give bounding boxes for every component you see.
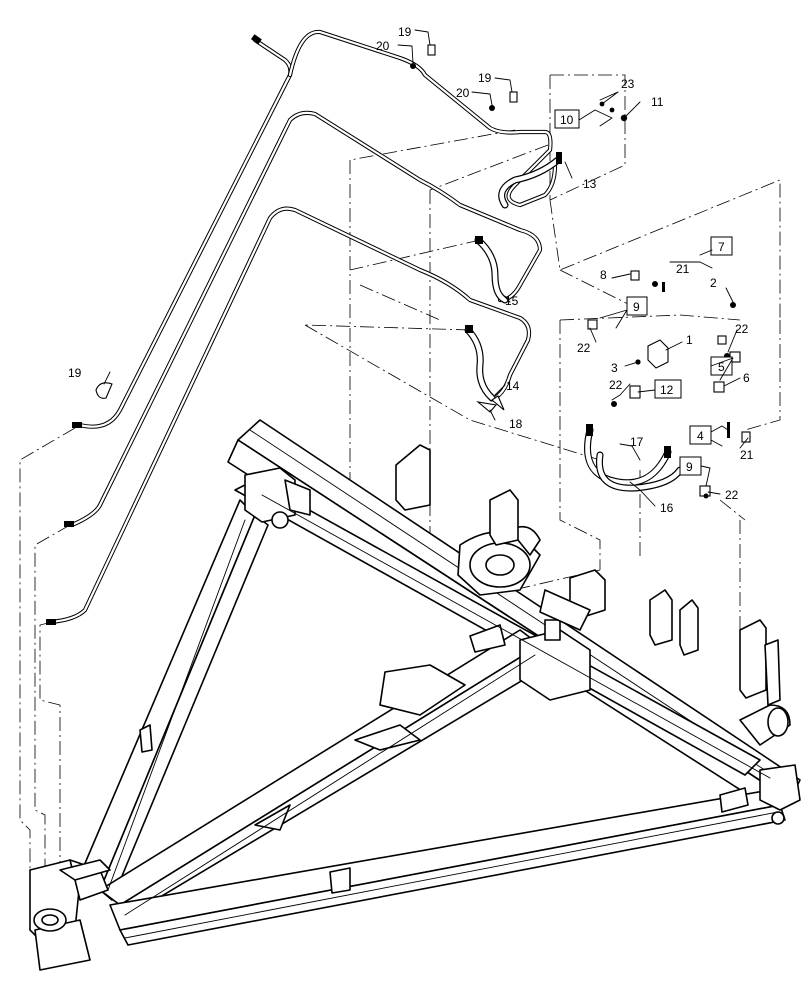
callout-4: 4 [697, 429, 704, 443]
callout-23: 23 [621, 77, 635, 91]
callout-22: 22 [735, 322, 749, 336]
callout-box-7 [710, 236, 733, 256]
callout-8: 8 [600, 268, 607, 282]
callout-box-12 [654, 379, 682, 399]
callout-22: 22 [577, 341, 591, 355]
callout-21: 21 [676, 262, 690, 276]
callout-12: 12 [660, 383, 674, 397]
callout-9: 9 [686, 460, 693, 474]
callout-21: 21 [740, 448, 754, 462]
callout-20: 20 [456, 86, 470, 100]
callout-13: 13 [583, 177, 597, 191]
callout-2: 2 [710, 276, 717, 290]
callout-16: 16 [660, 501, 674, 515]
callout-7: 7 [718, 240, 725, 254]
callout-17: 17 [630, 435, 644, 449]
callout-box-9a [626, 296, 648, 316]
callout-19: 19 [398, 25, 412, 39]
callout-1: 1 [686, 333, 693, 347]
callout-20: 20 [376, 39, 390, 53]
callout-6: 6 [743, 371, 750, 385]
callout-22: 22 [609, 378, 623, 392]
callout-19: 19 [68, 366, 82, 380]
callout-15: 15 [505, 294, 519, 308]
callout-19: 19 [478, 71, 492, 85]
hydraulic-hoses [464, 156, 684, 492]
callout-10: 10 [560, 113, 574, 127]
callout-boxes [554, 109, 733, 476]
callout-18: 18 [509, 417, 523, 431]
callout-14: 14 [506, 379, 520, 393]
tube-fittings [46, 34, 671, 625]
callout-5: 5 [718, 360, 725, 374]
assembly-leader-lines [19, 74, 781, 900]
callout-11: 11 [651, 95, 664, 109]
callout-9: 9 [633, 300, 640, 314]
callout-22: 22 [725, 488, 739, 502]
hydraulic-tubes [47, 29, 558, 625]
callout-box-10 [554, 109, 580, 129]
callout-labels: 19 20 19 20 23 10 11 13 7 21 8 2 15 9 22… [68, 25, 754, 515]
hardware-parts [95, 44, 751, 499]
callout-box-4 [689, 425, 712, 445]
callout-3: 3 [611, 361, 618, 375]
callout-leaders [103, 29, 749, 507]
hitch-frame [29, 419, 801, 971]
